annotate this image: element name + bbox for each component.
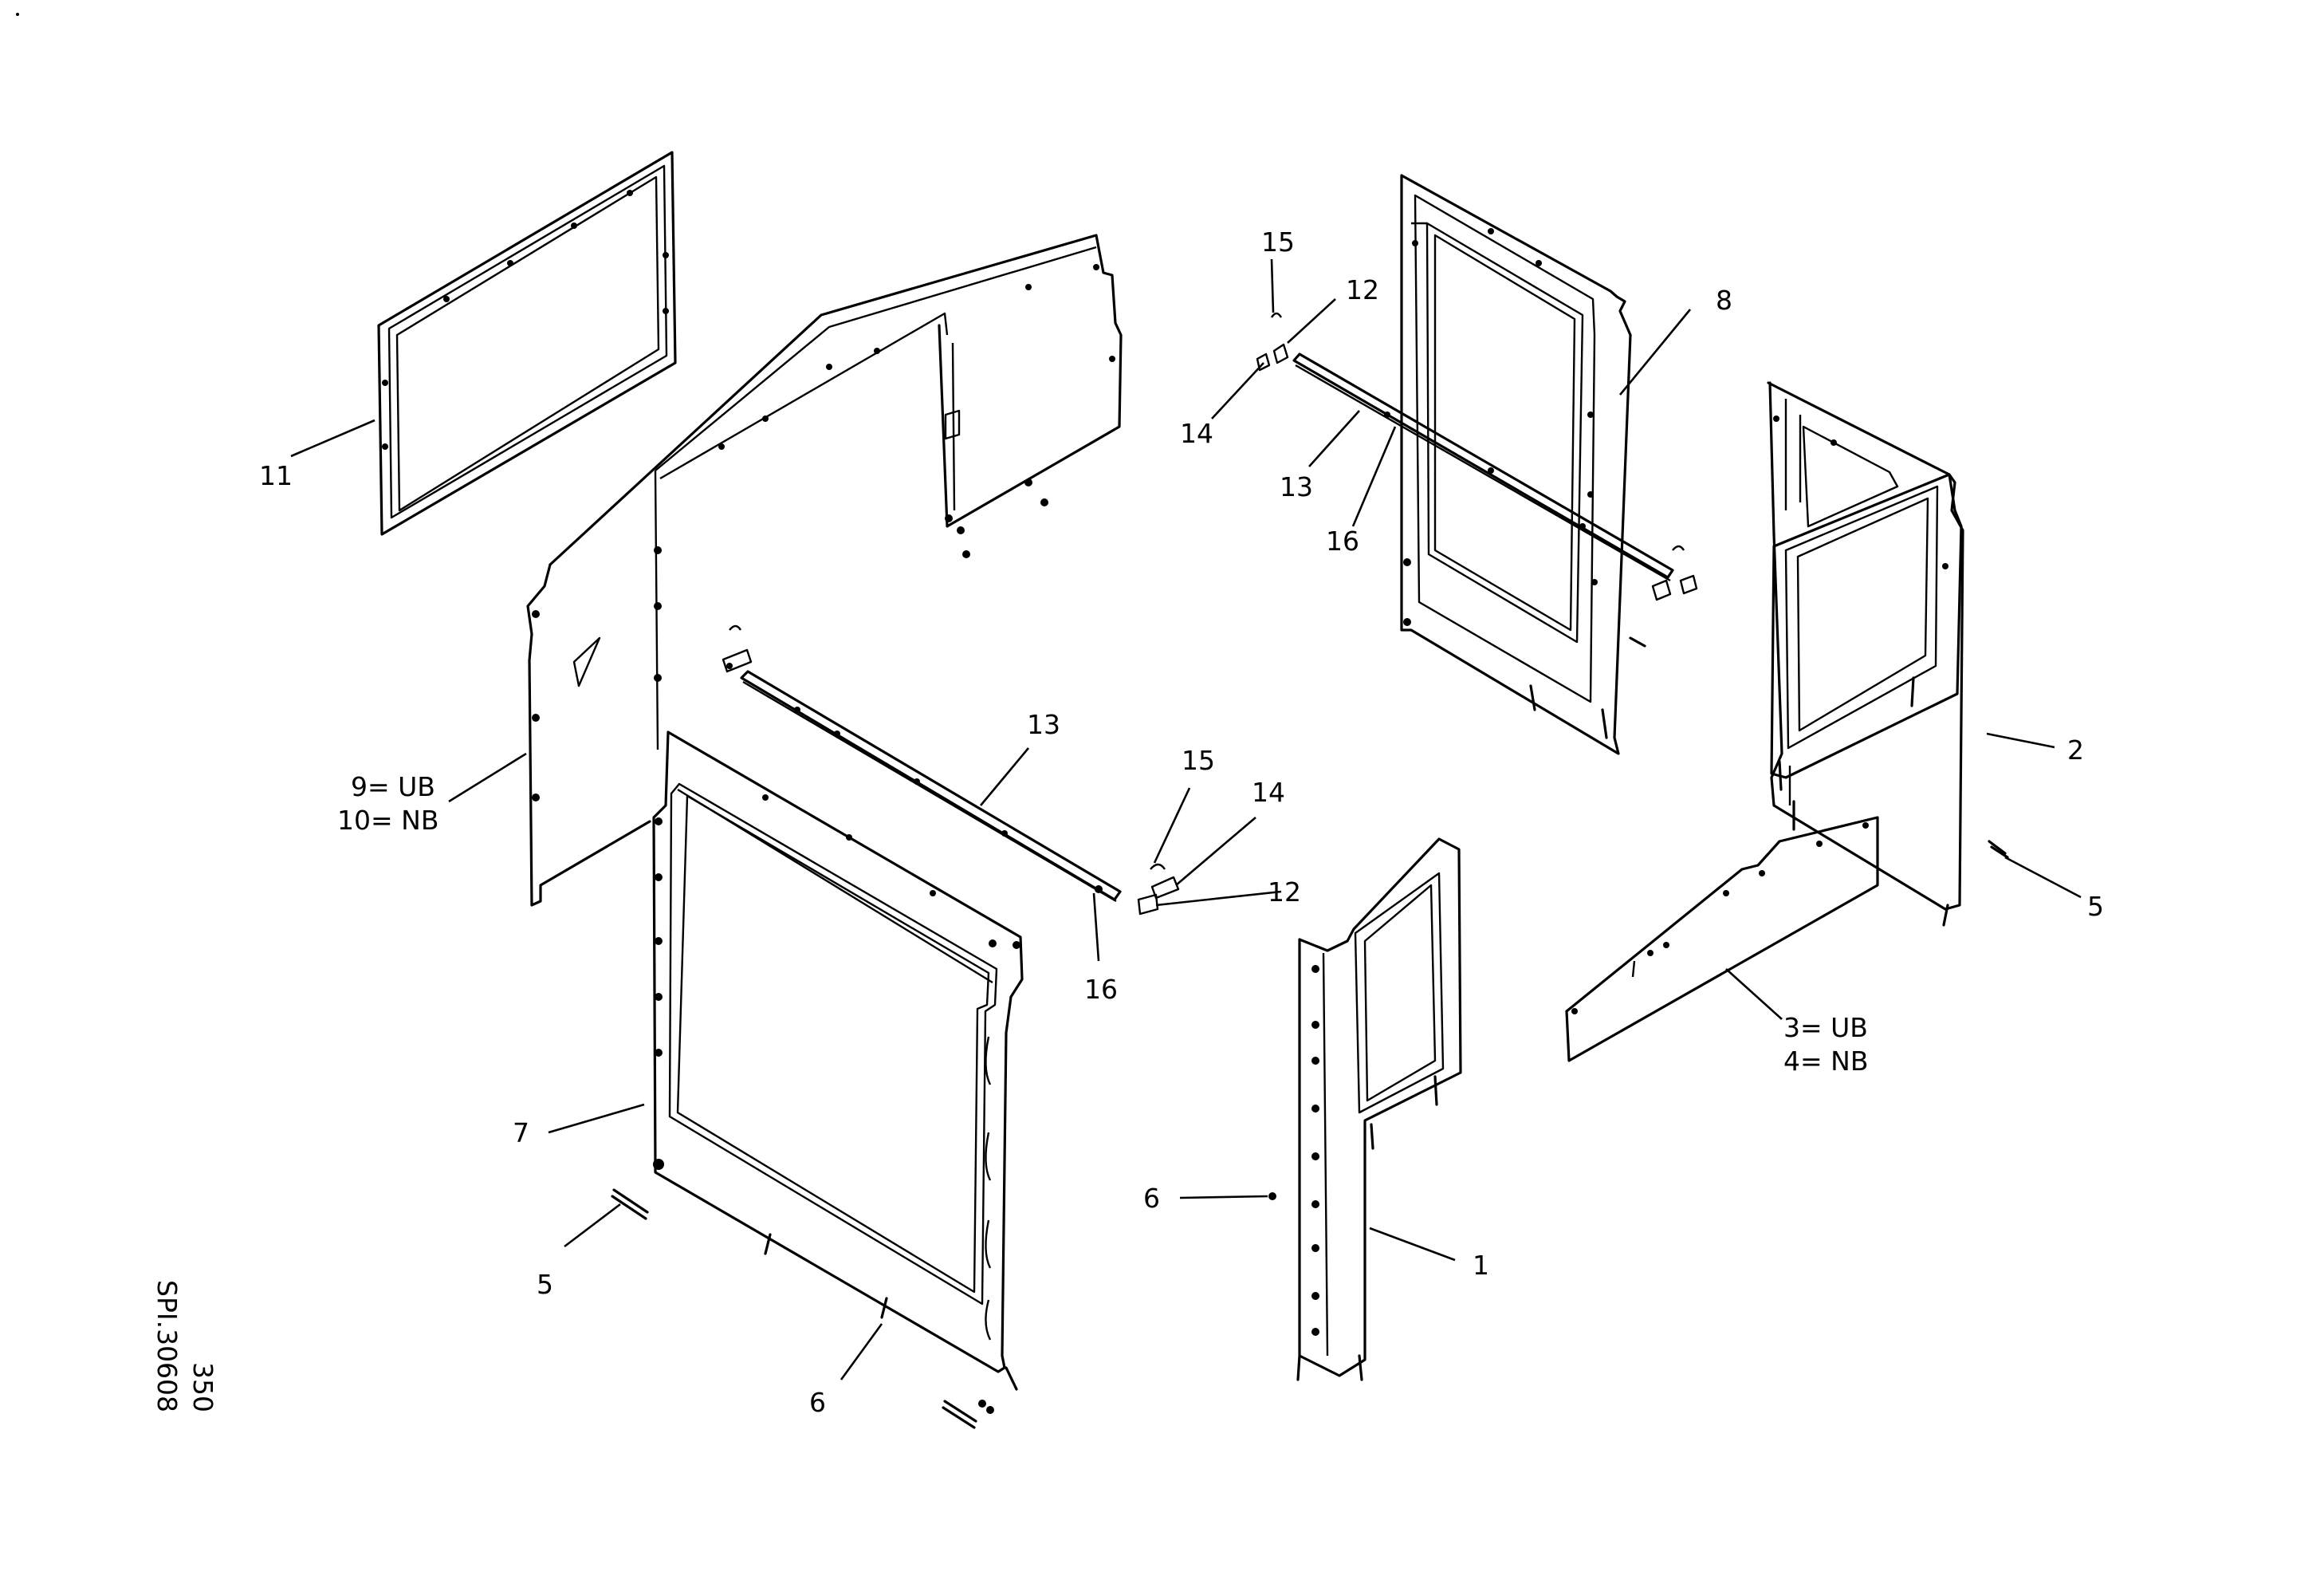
- drawing-code: SPI.30608 350: [151, 1280, 218, 1412]
- callout-15-right: 15: [1261, 226, 1295, 258]
- callout-8: 8: [1716, 285, 1732, 316]
- part-9-10-side-panel: [526, 234, 1123, 907]
- callout-16-left: 16: [1084, 974, 1118, 1005]
- callout-5-right: 5: [2087, 891, 2104, 922]
- part-11-window-frame: [377, 151, 677, 536]
- callout-12-left: 12: [1268, 876, 1301, 908]
- part-5-pin-left: [611, 1188, 994, 1429]
- callout-1: 1: [1473, 1250, 1489, 1281]
- callout-12-right: 12: [1346, 274, 1379, 305]
- part-3-4-lower-plate: [1565, 816, 1879, 1062]
- callout-14-right: 14: [1180, 418, 1213, 449]
- callout-15-left: 15: [1182, 745, 1215, 776]
- callout-13-right: 13: [1280, 471, 1313, 502]
- part-1-pillar: [1268, 837, 1462, 1381]
- part-13-bar-left: [722, 624, 1180, 916]
- part-8-rear-panel: [1400, 174, 1646, 755]
- callout-4: 4= NB: [1783, 1046, 1868, 1077]
- leader-lines: [290, 258, 2082, 1380]
- callout-6-left: 6: [809, 1387, 826, 1418]
- callout-labels: 11 9= UB 10= NB 7 5 6 13 16 15 14 12 6 1…: [259, 226, 2104, 1418]
- hinge-row: [653, 794, 1020, 1170]
- callout-10: 10= NB: [337, 805, 438, 836]
- corner-mark: [16, 13, 19, 16]
- callout-6-right: 6: [1143, 1183, 1160, 1214]
- callout-2: 2: [2067, 734, 2084, 766]
- callout-16-right: 16: [1326, 526, 1359, 557]
- part-7-front-panel: [652, 731, 1024, 1391]
- part-2-right-door: [1767, 381, 2009, 927]
- callout-7: 7: [513, 1117, 529, 1148]
- callout-3: 3= UB: [1783, 1012, 1868, 1043]
- callout-9: 9= UB: [351, 771, 435, 802]
- callout-5-left: 5: [537, 1269, 553, 1300]
- drawing-sheet: 350: [187, 1362, 218, 1412]
- part-13-bar-right: [1256, 312, 1698, 601]
- callout-11: 11: [259, 460, 293, 491]
- callout-14-left: 14: [1252, 777, 1285, 808]
- callout-13-left: 13: [1027, 709, 1060, 740]
- drawing-number: SPI.30608: [151, 1280, 183, 1412]
